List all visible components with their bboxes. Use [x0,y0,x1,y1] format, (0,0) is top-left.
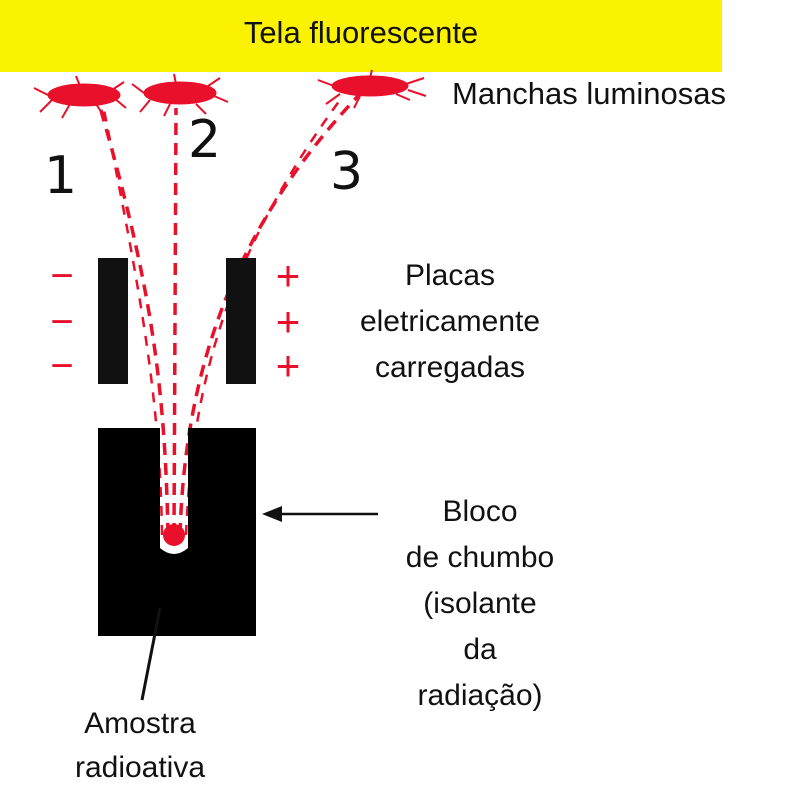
sample-label-line-2: radioativa [74,751,206,784]
block-label-line-4: da [463,633,497,666]
luminous-spot-2 [131,73,229,117]
plates-label-line-1: Placas [404,259,496,292]
plates-label-line-3: carregadas [374,351,526,384]
radioactive-sample [163,524,185,546]
path-number-2: 2 [188,110,222,170]
negative-charge-1: − [50,254,74,298]
path-number-1: 1 [44,146,78,206]
radiation-path-2 [172,107,178,536]
luminous-spot-3 [317,69,427,109]
negative-charge-2: − [50,300,74,344]
spots-label: Manchas luminosas [452,76,726,111]
radiation-path-1 [96,99,170,536]
path-number-3: 3 [330,142,364,202]
lead-block [98,428,256,636]
plates-label-line-2: eletricamente [359,305,541,338]
luminous-spot-1 [33,75,127,119]
positive-charge-2: + [275,298,301,345]
positive-plate [226,258,256,384]
block-label-line-2: de chumbo [405,541,555,574]
negative-plate [98,258,128,384]
block-label-line-5: radiação) [417,679,543,712]
block-arrow-head [262,506,282,522]
negative-charge-3: − [50,344,74,388]
positive-charge-3: + [275,342,301,389]
fluorescent-screen [0,0,722,72]
sample-label-line-1: Amostra [84,707,196,740]
sample-pointer-line [140,607,162,701]
positive-charge-1: + [275,252,301,299]
radiation-path-1b [102,109,164,536]
block-label-line-1: Bloco [442,495,518,528]
block-label-line-3: (isolante [423,587,537,620]
screen-label: Tela fluorescente [243,15,479,50]
